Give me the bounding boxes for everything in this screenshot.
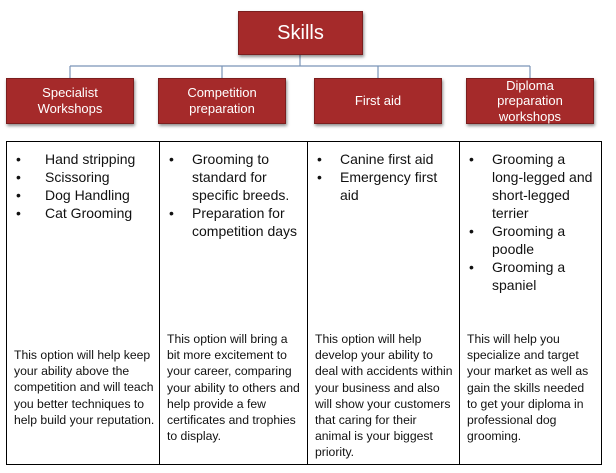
category-node-diploma-preparation: Diploma preparation workshops — [466, 78, 594, 124]
skill-list: Canine first aid Emergency first aid — [314, 150, 455, 204]
table-column-first-aid: Canine first aid Emergency first aid Thi… — [307, 142, 459, 464]
skill-list: Grooming a long-legged and short-legged … — [466, 150, 597, 294]
list-item: Canine first aid — [314, 150, 455, 168]
skills-details-table: Hand stripping Scissoring Dog Handling C… — [6, 141, 602, 465]
connector-lines — [69, 55, 531, 78]
list-item: Cat Grooming — [13, 204, 155, 222]
list-item: Emergency first aid — [314, 168, 455, 204]
list-item: Hand stripping — [13, 150, 155, 168]
category-node-specialist-workshops: Specialist Workshops — [6, 78, 134, 124]
column-description: This option will help keep your ability … — [14, 348, 155, 427]
list-item: Grooming a poodle — [466, 222, 597, 258]
column-description: This option will bring a bit more excite… — [167, 332, 300, 444]
skill-list: Hand stripping Scissoring Dog Handling C… — [13, 150, 155, 222]
list-item: Dog Handling — [13, 186, 155, 204]
column-description: This will help you specialize and target… — [467, 332, 589, 444]
list-item: Grooming a long-legged and short-legged … — [466, 150, 597, 222]
list-item: Grooming a spaniel — [466, 258, 597, 294]
list-item: Grooming to standard for specific breeds… — [166, 150, 303, 204]
skill-list: Grooming to standard for specific breeds… — [166, 150, 303, 240]
list-item: Preparation for competition days — [166, 204, 303, 240]
category-node-first-aid: First aid — [314, 78, 442, 124]
column-description: This option will help develop your abili… — [315, 332, 453, 460]
table-column-diploma-preparation: Grooming a long-legged and short-legged … — [459, 142, 601, 464]
root-node-skills: Skills — [238, 11, 363, 55]
list-item: Scissoring — [13, 168, 155, 186]
table-column-specialist-workshops: Hand stripping Scissoring Dog Handling C… — [7, 142, 159, 464]
category-node-competition-preparation: Competition preparation — [158, 78, 286, 124]
table-column-competition-preparation: Grooming to standard for specific breeds… — [159, 142, 307, 464]
